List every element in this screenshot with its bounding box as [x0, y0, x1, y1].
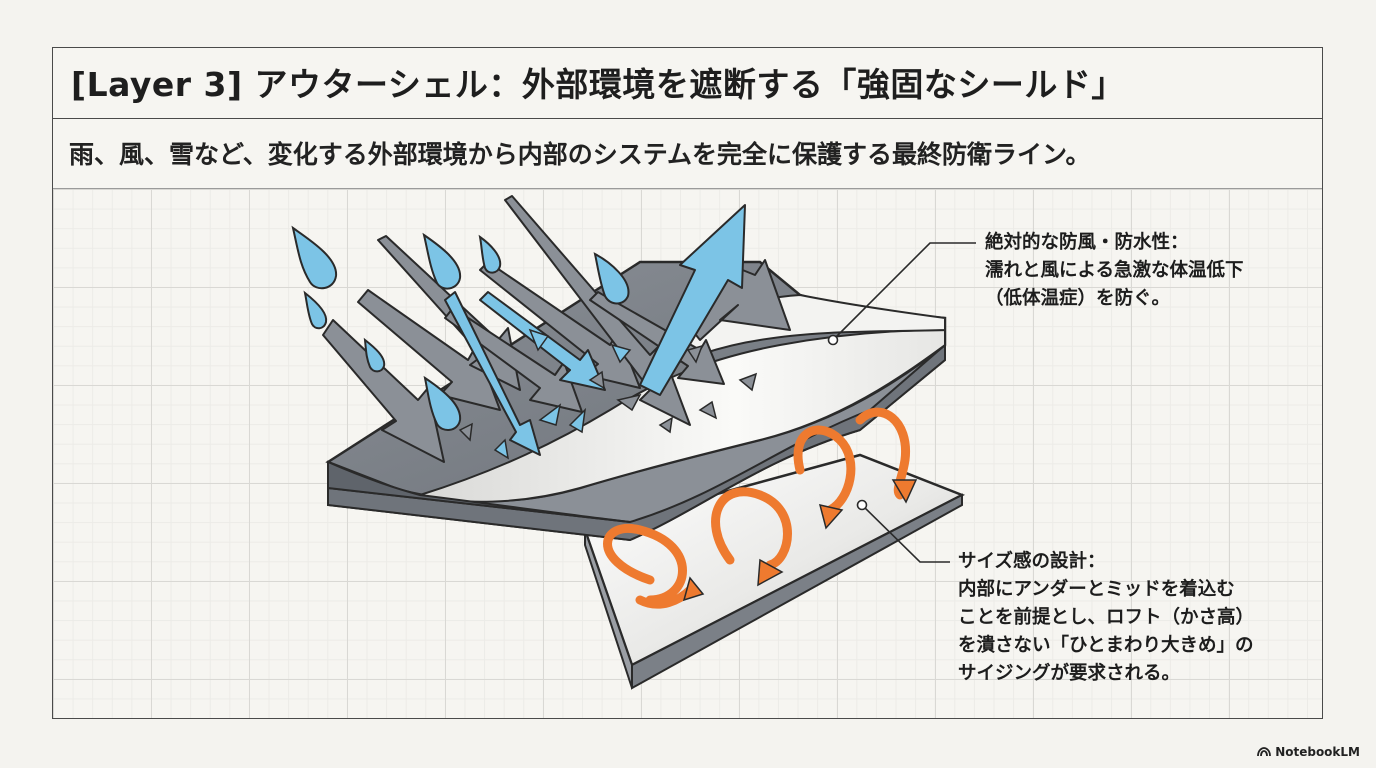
heat-arrowheads	[682, 479, 918, 602]
notebooklm-logo-icon	[1257, 747, 1272, 757]
annotation-line: サイジングが要求される。	[958, 663, 1181, 684]
annotation-line: 濡れと風による急激な体温低下	[985, 260, 1244, 281]
raindrop-icon	[291, 225, 630, 431]
impact-shards	[458, 328, 758, 460]
leader-dots	[827, 334, 868, 511]
annotation-line: （低体温症）を防ぐ。	[985, 288, 1171, 309]
annotation-line: を潰さない「ひとまわり大きめ」の	[958, 635, 1254, 656]
subtitle-bar: 雨、風、雪など、変化する外部環境から内部のシステムを完全に保護する最終防衛ライン…	[53, 119, 1322, 189]
annotation-windproof-waterproof: 絶対的な防風・防水性： 濡れと風による急激な体温低下 （低体温症）を防ぐ。	[985, 229, 1243, 313]
annotation-line: ことを前提とし、ロフト（かさ高）	[958, 607, 1255, 628]
page-subtitle: 雨、風、雪など、変化する外部環境から内部のシステムを完全に保護する最終防衛ライン…	[69, 140, 1091, 169]
annotation-line: サイズ感の設計：	[958, 551, 1106, 572]
brand-name: NotebookLM	[1275, 745, 1360, 759]
annotation-leaders	[832, 242, 976, 563]
brand-watermark: NotebookLM	[1257, 745, 1360, 759]
annotation-sizing: サイズ感の設計： 内部にアンダーとミッドを着込む ことを前提とし、ロフト（かさ高…	[958, 548, 1254, 688]
title-bar: [Layer 3] アウターシェル：外部環境を遮断する「強固なシールド」	[53, 48, 1322, 119]
annotation-line: 絶対的な防風・防水性：	[985, 232, 1189, 253]
page-title: [Layer 3] アウターシェル：外部環境を遮断する「強固なシールド」	[71, 65, 1125, 104]
annotation-line: 内部にアンダーとミッドを着込む	[958, 579, 1235, 600]
